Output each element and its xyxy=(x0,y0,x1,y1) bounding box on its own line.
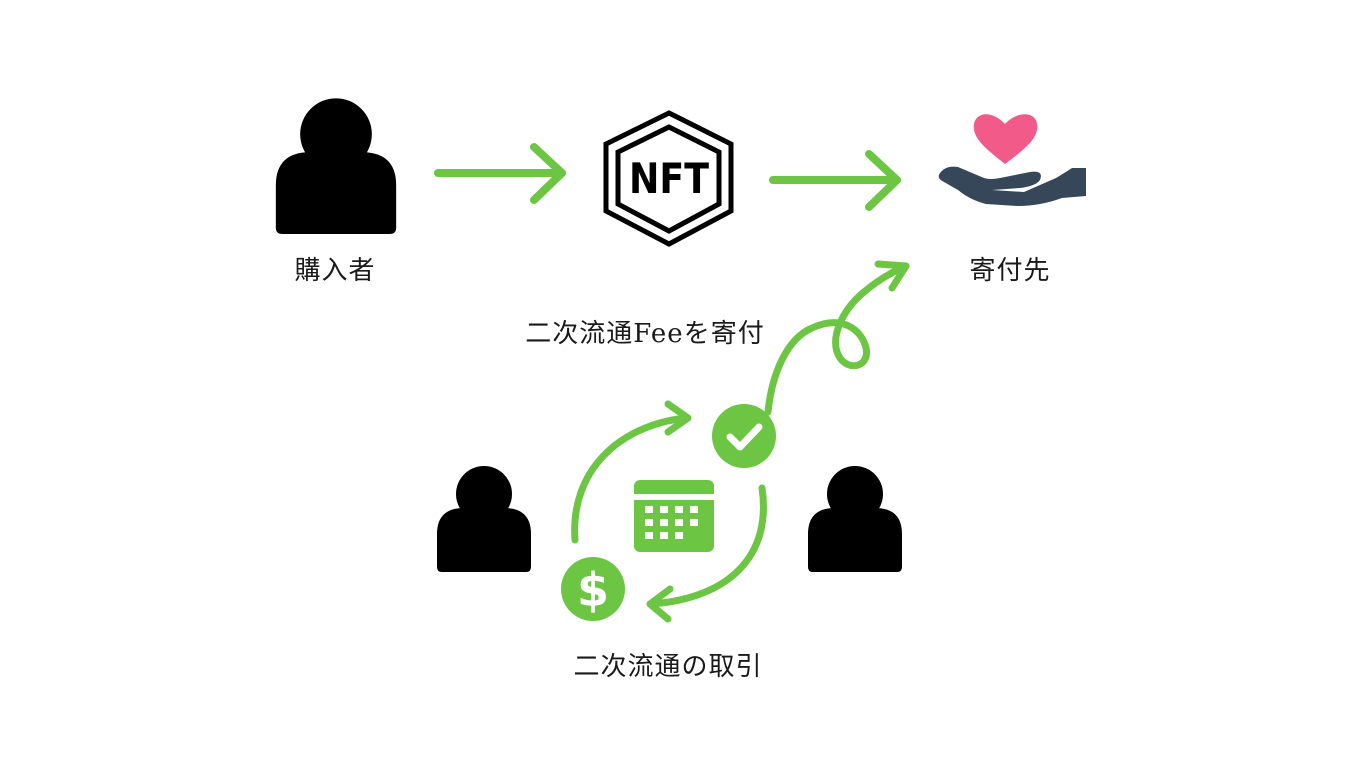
fee-donation-label: 二次流通Feeを寄付 xyxy=(525,319,765,349)
recipient-label: 寄付先 xyxy=(969,256,1051,286)
calendar-icon xyxy=(634,480,714,552)
svg-text:$: $ xyxy=(577,563,609,617)
nft-text: NFT xyxy=(629,154,709,203)
seller-person-icon xyxy=(437,466,531,572)
arrow-buyer-to-nft xyxy=(434,143,566,204)
heart-in-hand-icon xyxy=(938,114,1086,206)
arrow-fee-to-recipient xyxy=(764,260,910,416)
buyer2-person-icon xyxy=(808,466,902,572)
check-circle-icon xyxy=(712,404,776,468)
buyer-label: 購入者 xyxy=(294,256,376,286)
buyer-person-icon xyxy=(275,98,397,234)
cycle-arrows xyxy=(571,400,767,623)
dollar-circle-icon: $ xyxy=(561,557,625,621)
nft-hexagon-icon: NFT xyxy=(603,110,734,247)
arrow-nft-to-recipient xyxy=(769,150,901,211)
secondary-trade-label: 二次流通の取引 xyxy=(573,652,763,682)
